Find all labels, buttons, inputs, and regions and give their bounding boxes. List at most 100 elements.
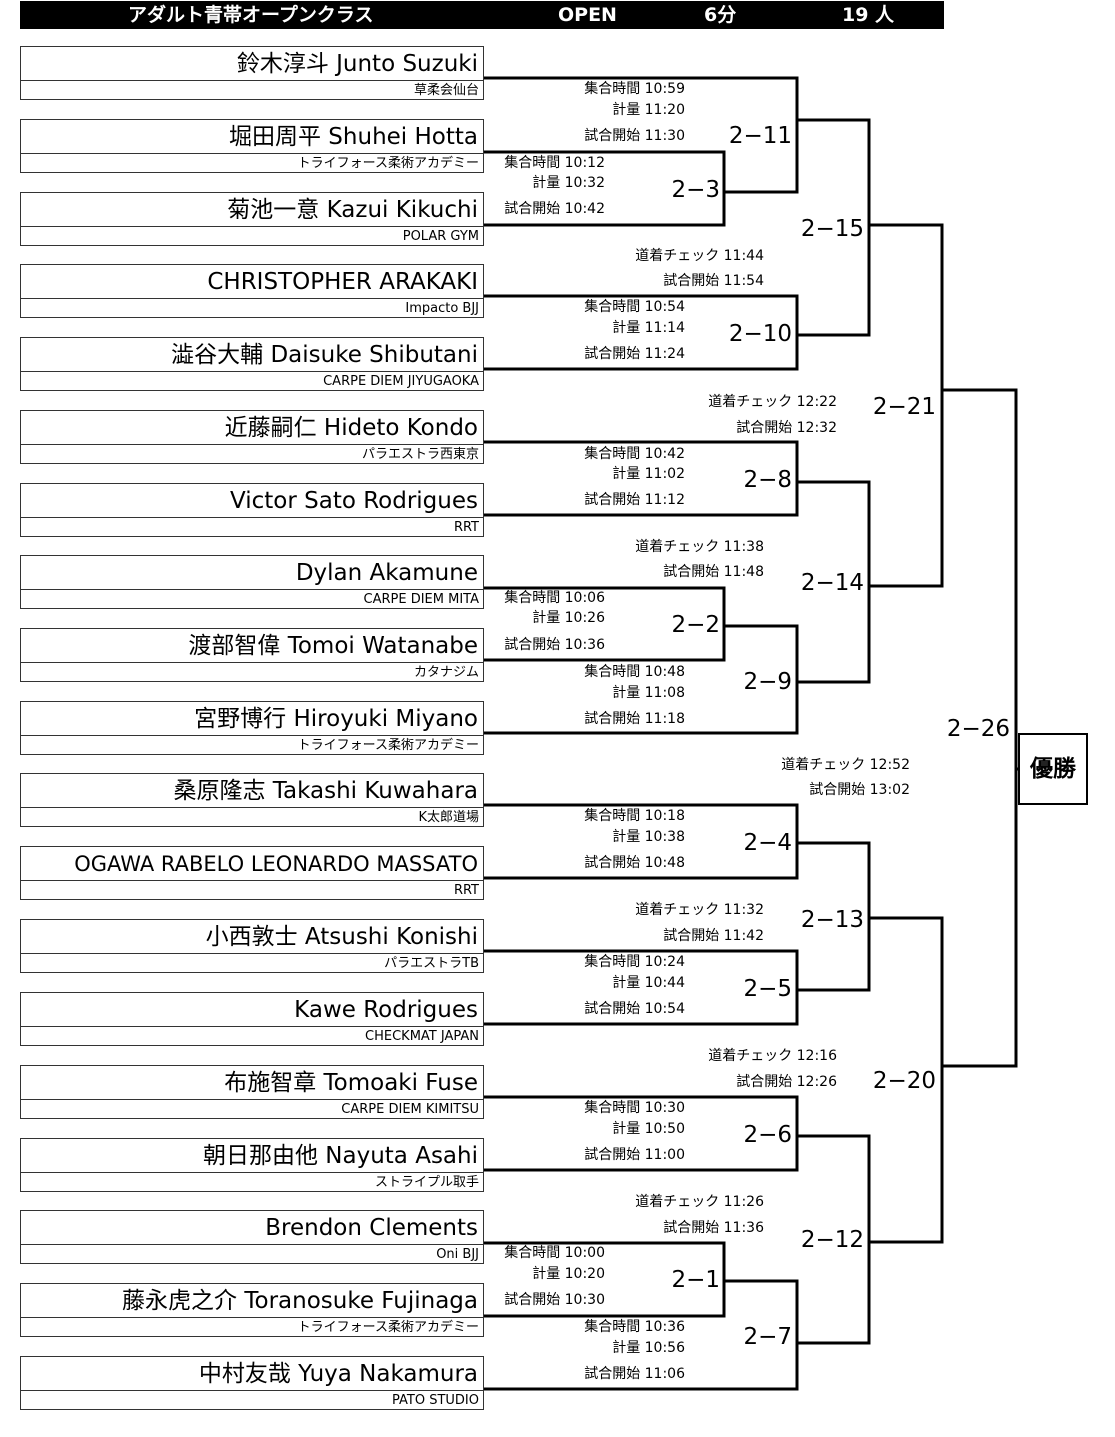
match-duration: 6分 xyxy=(704,4,737,26)
match-number: 2−2 xyxy=(646,612,720,638)
player-name: CHRISTOPHER ARAKAKI xyxy=(207,269,478,295)
player-name: 藤永虎之介 Toranosuke Fujinaga xyxy=(122,1288,478,1314)
schedule-start: 試合開始 11:24 xyxy=(584,346,685,362)
schedule-gi-check: 道着チェック 11:38 xyxy=(635,539,764,555)
player-name: 菊池一意 Kazui Kikuchi xyxy=(227,197,478,223)
line-m20 xyxy=(869,916,944,1244)
schedule-start: 試合開始 10:54 xyxy=(584,1001,685,1017)
match-number: 2−20 xyxy=(862,1068,936,1094)
schedule-gathering: 集合時間 10:59 xyxy=(584,81,685,97)
division-title: アダルト青帯オープンクラス xyxy=(128,4,374,26)
player-team: トライフォース柔術アカデミー xyxy=(297,1320,479,1335)
schedule-weigh-in: 計量 10:56 xyxy=(612,1340,685,1356)
line-m21 xyxy=(869,223,944,588)
player-name: OGAWA RABELO LEONARDO MASSATO xyxy=(74,852,478,876)
match-number: 2−14 xyxy=(790,570,864,596)
match-number: 2−10 xyxy=(718,321,792,347)
match-number: 2−6 xyxy=(718,1122,792,1148)
match-number: 2−5 xyxy=(718,976,792,1002)
player-team: 草柔会仙台 xyxy=(413,83,479,98)
line-m6 xyxy=(484,1095,799,1172)
player-team: RRT xyxy=(453,883,479,898)
schedule-weigh-in: 計量 10:50 xyxy=(612,1121,685,1137)
line-m8 xyxy=(484,440,799,517)
schedule-weigh-in: 計量 11:08 xyxy=(612,685,685,701)
line-m14 xyxy=(797,480,871,684)
schedule-gathering: 集合時間 10:48 xyxy=(584,664,685,680)
schedule-start: 試合開始 11:48 xyxy=(663,564,764,580)
schedule-gi-check: 道着チェック 12:52 xyxy=(781,757,910,773)
schedule-gathering: 集合時間 10:06 xyxy=(504,590,605,606)
schedule-gathering: 集合時間 10:54 xyxy=(584,299,685,315)
schedule-gathering: 集合時間 10:18 xyxy=(584,808,685,824)
schedule-start: 試合開始 11:12 xyxy=(584,492,685,508)
winner-box: 優勝 xyxy=(1018,733,1088,805)
player-team: Impacto BJJ xyxy=(405,301,479,316)
schedule-weigh-in: 計量 10:38 xyxy=(612,829,685,845)
player-team: PATO STUDIO xyxy=(392,1393,479,1408)
match-number: 2−12 xyxy=(790,1227,864,1253)
schedule-gathering: 集合時間 10:42 xyxy=(584,446,685,462)
schedule-start: 試合開始 11:06 xyxy=(584,1366,685,1382)
division-weight: OPEN xyxy=(558,4,617,26)
schedule-start: 試合開始 10:36 xyxy=(504,637,605,653)
match-number: 2−21 xyxy=(862,394,936,420)
schedule-weigh-in: 計量 10:32 xyxy=(532,175,605,191)
player-name: Victor Sato Rodrigues xyxy=(230,488,478,514)
schedule-start: 試合開始 12:32 xyxy=(736,420,837,436)
schedule-start: 試合開始 11:00 xyxy=(584,1147,685,1163)
player-name: 中村友哉 Yuya Nakamura xyxy=(198,1361,478,1387)
match-number: 2−4 xyxy=(718,830,792,856)
player-name: 桑原隆志 Takashi Kuwahara xyxy=(173,778,478,804)
schedule-gi-check: 道着チェック 12:22 xyxy=(708,394,837,410)
player-team: POLAR GYM xyxy=(402,229,479,244)
player-name: Brendon Clements xyxy=(265,1215,478,1241)
player-team: RRT xyxy=(453,520,479,535)
line-m11 xyxy=(484,76,799,194)
player-team: CHECKMAT JAPAN xyxy=(365,1029,479,1044)
player-team: トライフォース柔術アカデミー xyxy=(297,738,479,753)
line-m3 xyxy=(484,150,726,227)
player-name: 布施智章 Tomoaki Fuse xyxy=(224,1070,478,1096)
schedule-gi-check: 道着チェック 11:26 xyxy=(635,1194,764,1210)
line-m12 xyxy=(797,1134,871,1345)
schedule-weigh-in: 計量 11:20 xyxy=(612,102,685,118)
line-m26 xyxy=(942,388,1018,1068)
player-name: 宮野博行 Hiroyuki Miyano xyxy=(194,706,478,732)
schedule-gi-check: 道着チェック 11:32 xyxy=(635,902,764,918)
line-m9 xyxy=(484,624,799,735)
player-team: CARPE DIEM MITA xyxy=(363,592,479,607)
schedule-gi-check: 道着チェック 12:16 xyxy=(708,1048,837,1064)
player-name: Dylan Akamune xyxy=(295,560,478,586)
schedule-start: 試合開始 11:18 xyxy=(584,711,685,727)
match-number: 2−7 xyxy=(718,1324,792,1350)
schedule-weigh-in: 計量 11:02 xyxy=(612,466,685,482)
match-number: 2−3 xyxy=(646,177,720,203)
schedule-gi-check: 道着チェック 11:44 xyxy=(635,248,764,264)
player-team: Oni BJJ xyxy=(436,1247,479,1262)
line-m10 xyxy=(484,294,799,371)
player-name: 澁谷大輔 Daisuke Shibutani xyxy=(171,342,478,368)
player-team: CARPE DIEM JIYUGAOKA xyxy=(323,374,479,389)
match-number: 2−13 xyxy=(790,907,864,933)
player-team: CARPE DIEM KIMITSU xyxy=(341,1102,479,1117)
match-number: 2−11 xyxy=(718,123,792,149)
player-team: パラエストラTB xyxy=(384,956,479,971)
player-name: 小西敦士 Atsushi Konishi xyxy=(205,924,478,950)
player-slot: 宮野博行 Hiroyuki Miyano トライフォース柔術アカデミー xyxy=(20,701,484,755)
player-team: トライフォース柔術アカデミー xyxy=(297,156,479,171)
schedule-start: 試合開始 11:30 xyxy=(584,128,685,144)
schedule-gathering: 集合時間 10:36 xyxy=(584,1319,685,1335)
schedule-weigh-in: 計量 10:44 xyxy=(612,975,685,991)
line-m5 xyxy=(484,949,799,1026)
